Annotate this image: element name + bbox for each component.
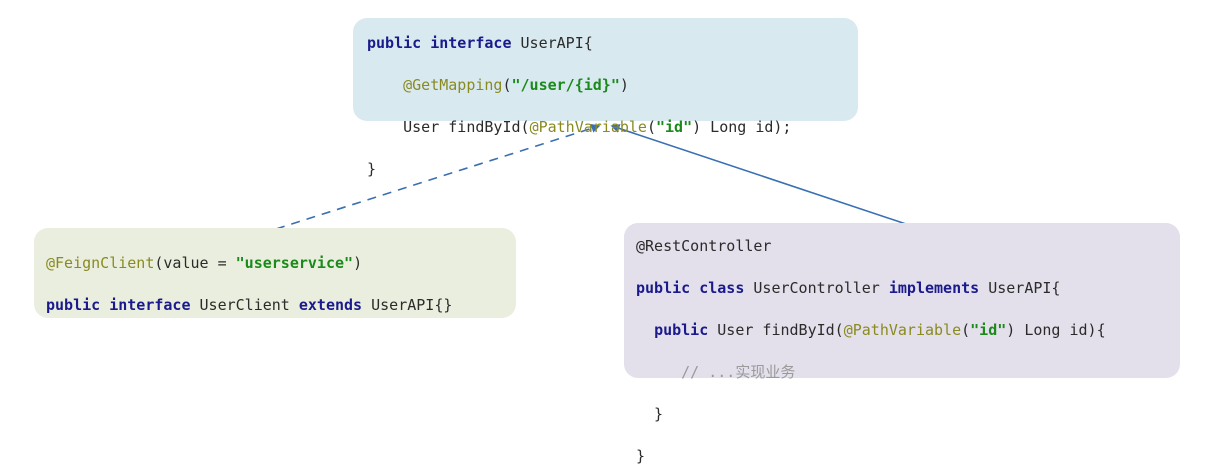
code-token: // ...实现业务 (681, 363, 796, 381)
code-token: ) Long id); (692, 118, 792, 136)
code-token: ) (353, 254, 363, 272)
code-line: @RestController (636, 236, 1180, 257)
code-token: public interface (46, 296, 200, 314)
diagram-canvas: public interface UserAPI{ @GetMapping("/… (34, 18, 1180, 465)
code-token: "id" (970, 321, 1007, 339)
code-line: User findById(@PathVariable("id") Long i… (367, 117, 858, 138)
code-line: public User findById(@PathVariable("id")… (636, 320, 1180, 341)
code-token: } (367, 160, 377, 178)
code-token: ) (619, 76, 629, 94)
code-line: public interface UserClient extends User… (46, 295, 516, 316)
code-token: } (636, 447, 646, 465)
code-token: UserAPI{ (520, 34, 593, 52)
code-token: "userservice" (235, 254, 354, 272)
code-token: extends (298, 296, 372, 314)
code-token: @GetMapping (403, 76, 503, 94)
code-token: ) Long id){ (1006, 321, 1106, 339)
code-line: @GetMapping("/user/{id}") (367, 75, 858, 96)
code-token: } (636, 405, 664, 423)
code-line: public class UserController implements U… (636, 278, 1180, 299)
code-token: ( (502, 76, 512, 94)
code-token: User findById( (717, 321, 844, 339)
code-box-usercontroller: @RestController public class UserControl… (624, 223, 1180, 465)
code-token: UserController (753, 279, 889, 297)
code-box-userclient: @FeignClient(value = "userservice") publ… (34, 228, 516, 318)
code-box-userapi: public interface UserAPI{ @GetMapping("/… (353, 18, 858, 178)
code-token (636, 363, 681, 381)
code-line: public interface UserAPI{ (367, 33, 858, 54)
code-token: ( (961, 321, 971, 339)
code-token: UserAPI{} (371, 296, 453, 314)
code-token: public (654, 321, 718, 339)
code-token: @RestController (636, 237, 772, 255)
code-token: "/user/{id}" (511, 76, 620, 94)
code-token: @FeignClient (46, 254, 155, 272)
code-token: "id" (656, 118, 693, 136)
code-line: } (636, 446, 1180, 467)
code-token: User findById( (367, 118, 530, 136)
code-token (636, 321, 654, 339)
code-token: public interface (367, 34, 521, 52)
code-token: @PathVariable (843, 321, 962, 339)
code-line: } (636, 404, 1180, 425)
code-token: UserAPI{ (988, 279, 1061, 297)
code-token: ( (646, 118, 656, 136)
code-token: UserClient (199, 296, 299, 314)
code-line: @FeignClient(value = "userservice") (46, 253, 516, 274)
code-token: implements (888, 279, 989, 297)
code-line: } (367, 159, 858, 180)
code-token: @PathVariable (529, 118, 647, 136)
code-token (367, 76, 403, 94)
code-token: (value = (154, 254, 236, 272)
code-line: // ...实现业务 (636, 362, 1180, 383)
code-token: public class (636, 279, 754, 297)
